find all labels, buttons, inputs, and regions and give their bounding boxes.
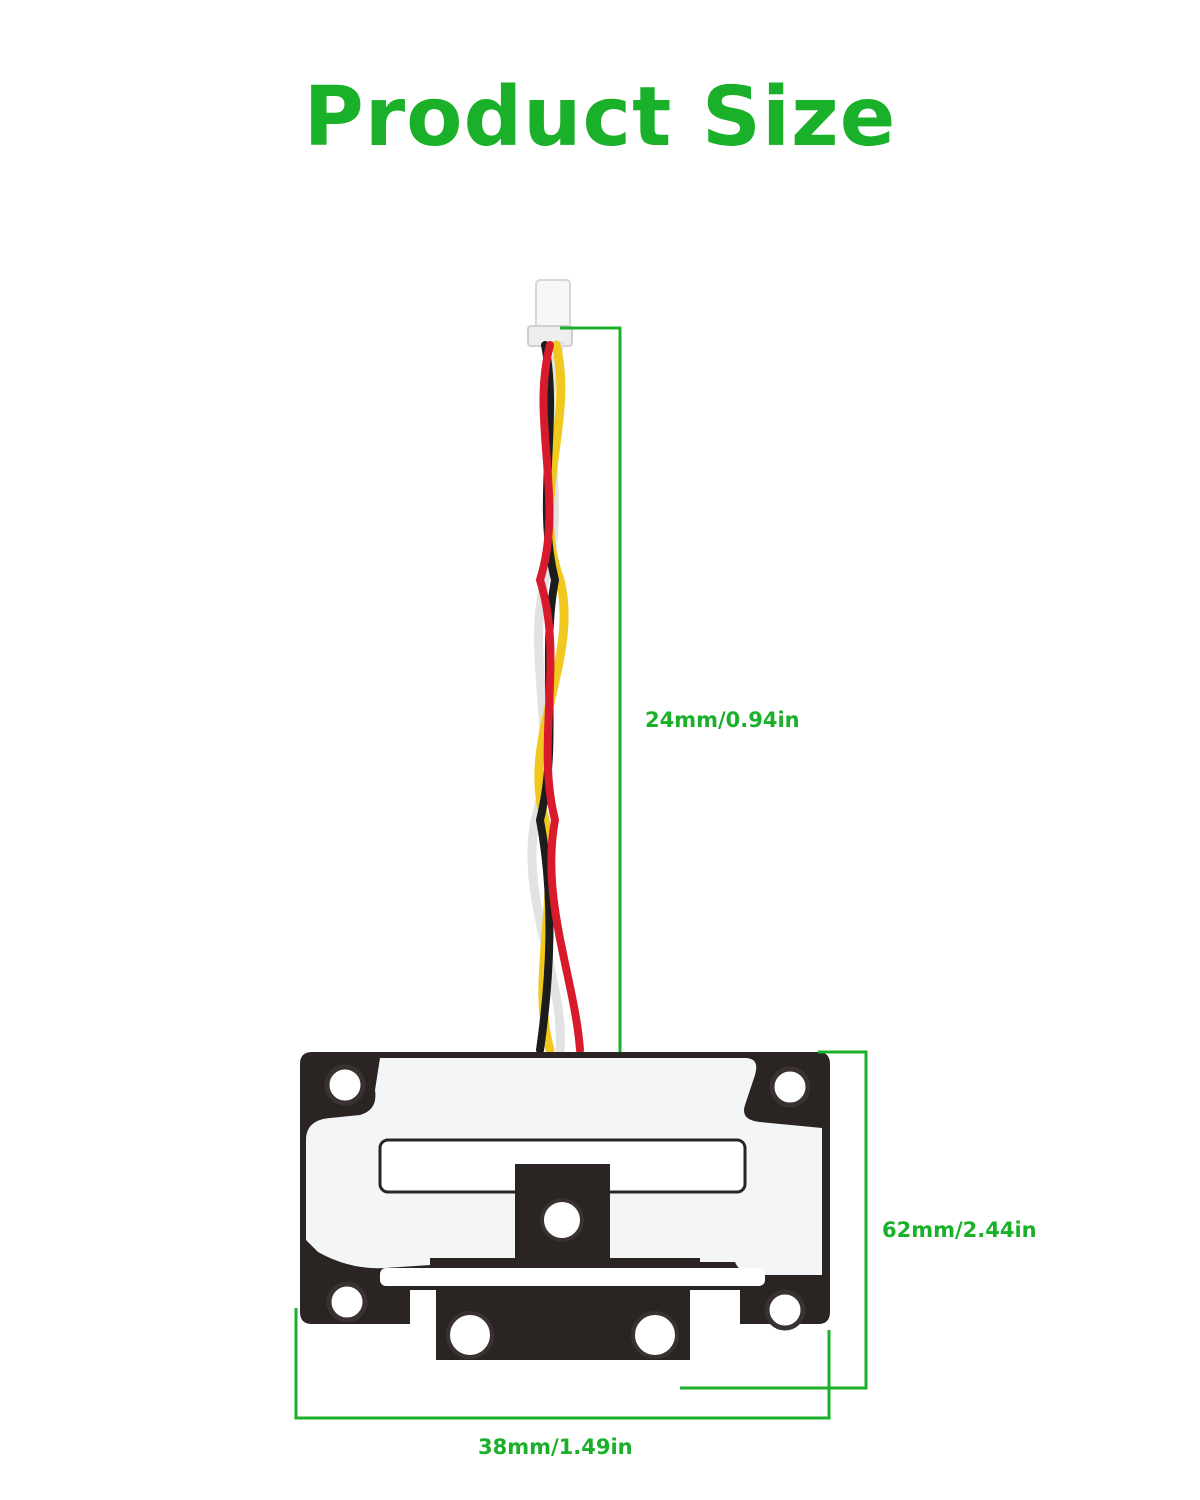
- load-cell-plate: [300, 1052, 830, 1360]
- page-title: Product Size: [303, 70, 897, 165]
- mounting-hole-bottom-left: [326, 1281, 368, 1323]
- wire-red: [535, 341, 584, 1054]
- connector-plug: [527, 279, 573, 347]
- twisted-wire-bundle: [527, 340, 584, 1055]
- tab-hole-left: [446, 1311, 494, 1359]
- height-bracket: [680, 1050, 868, 1390]
- width-bracket: [294, 1308, 831, 1420]
- tab-hole-center: [540, 1198, 584, 1242]
- cable-length-bracket: [560, 326, 622, 1052]
- mounting-hole-bottom-right: [764, 1289, 806, 1331]
- tab-hole-right: [631, 1311, 679, 1359]
- dimension-lines: [294, 326, 868, 1420]
- cable-length-label: 24mm/0.94in: [645, 708, 800, 732]
- width-label: 38mm/1.49in: [478, 1435, 633, 1459]
- mounting-hole-top-left: [324, 1064, 366, 1106]
- mounting-hole-top-right: [769, 1066, 811, 1108]
- height-label: 62mm/2.44in: [882, 1218, 1037, 1242]
- lower-slot: [380, 1268, 765, 1286]
